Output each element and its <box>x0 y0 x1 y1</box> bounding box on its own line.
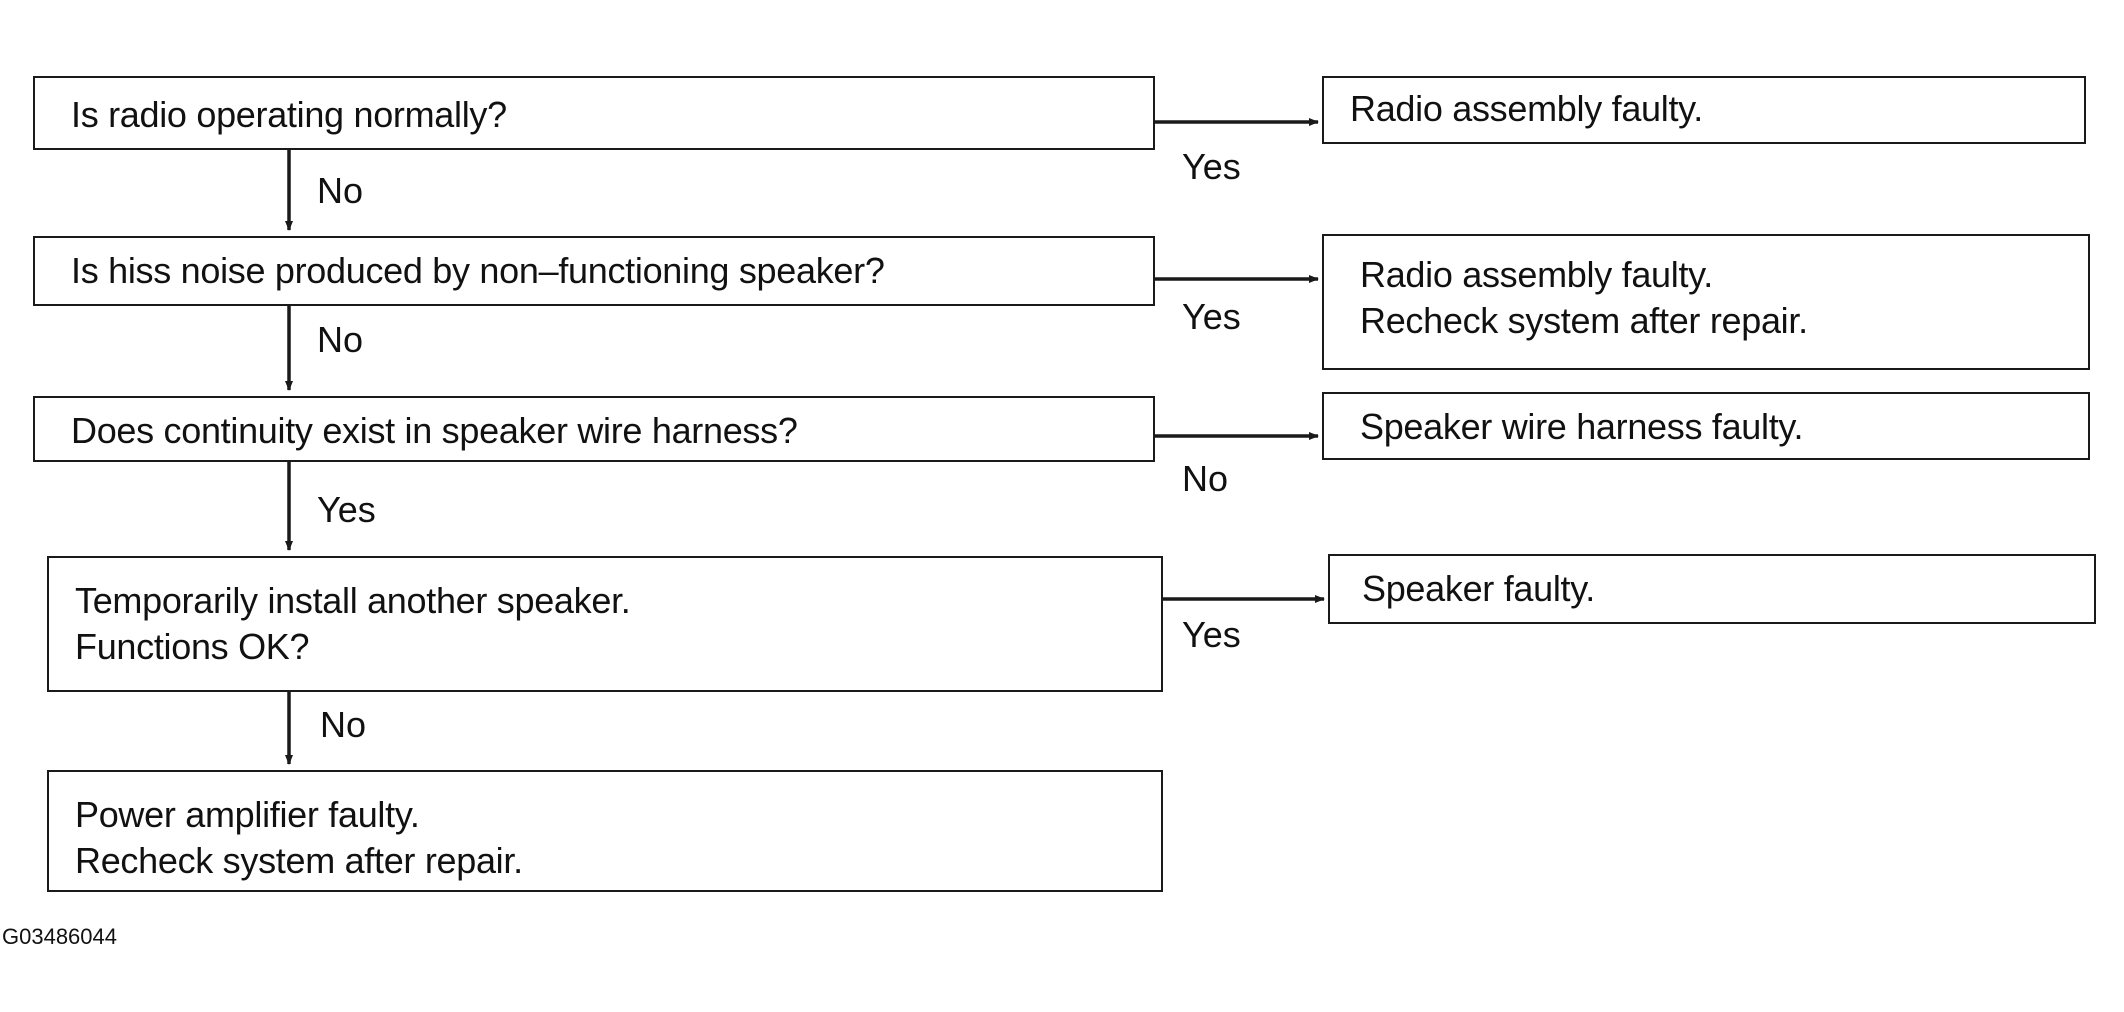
branch-label-no: No <box>1182 458 1229 499</box>
result-text-line: Radio assembly faulty. <box>1360 254 1713 295</box>
branch-label-no: No <box>320 704 367 745</box>
question-box-hiss-noise: Is hiss noise produced by non–functionin… <box>33 236 1155 306</box>
figure-id: G03486044 <box>2 924 117 949</box>
branch-label-yes: Yes <box>1182 146 1241 187</box>
question-text-line: Functions OK? <box>75 626 310 667</box>
result-text-line: Recheck system after repair. <box>1360 300 1808 341</box>
result-text-line: Speaker faulty. <box>1362 568 1595 609</box>
result-text-line: Power amplifier faulty. <box>75 794 420 835</box>
question-text: Is hiss noise produced by non–functionin… <box>71 250 885 291</box>
result-box-radio-faulty: Radio assembly faulty. <box>1322 76 2086 144</box>
branch-label-no: No <box>317 170 364 211</box>
question-text-line: Temporarily install another speaker. <box>75 580 631 621</box>
result-text-line: Recheck system after repair. <box>75 840 523 881</box>
result-box-radio-faulty-recheck: Radio assembly faulty. Recheck system af… <box>1322 234 2090 370</box>
question-text: Is radio operating normally? <box>71 94 507 135</box>
question-box-install-speaker: Temporarily install another speaker. Fun… <box>47 556 1163 692</box>
question-box-radio-operating: Is radio operating normally? <box>33 76 1155 150</box>
branch-label-yes: Yes <box>1182 296 1241 337</box>
result-box-speaker-faulty: Speaker faulty. <box>1328 554 2096 624</box>
question-text: Does continuity exist in speaker wire ha… <box>71 410 798 451</box>
branch-label-yes: Yes <box>317 489 376 530</box>
result-box-harness-faulty: Speaker wire harness faulty. <box>1322 392 2090 460</box>
result-box-power-amplifier: Power amplifier faulty. Recheck system a… <box>47 770 1163 892</box>
result-text-line: Speaker wire harness faulty. <box>1360 406 1804 447</box>
branch-label-yes: Yes <box>1182 614 1241 655</box>
question-box-continuity: Does continuity exist in speaker wire ha… <box>33 396 1155 462</box>
branch-label-no: No <box>317 319 364 360</box>
result-text-line: Radio assembly faulty. <box>1350 88 1703 129</box>
